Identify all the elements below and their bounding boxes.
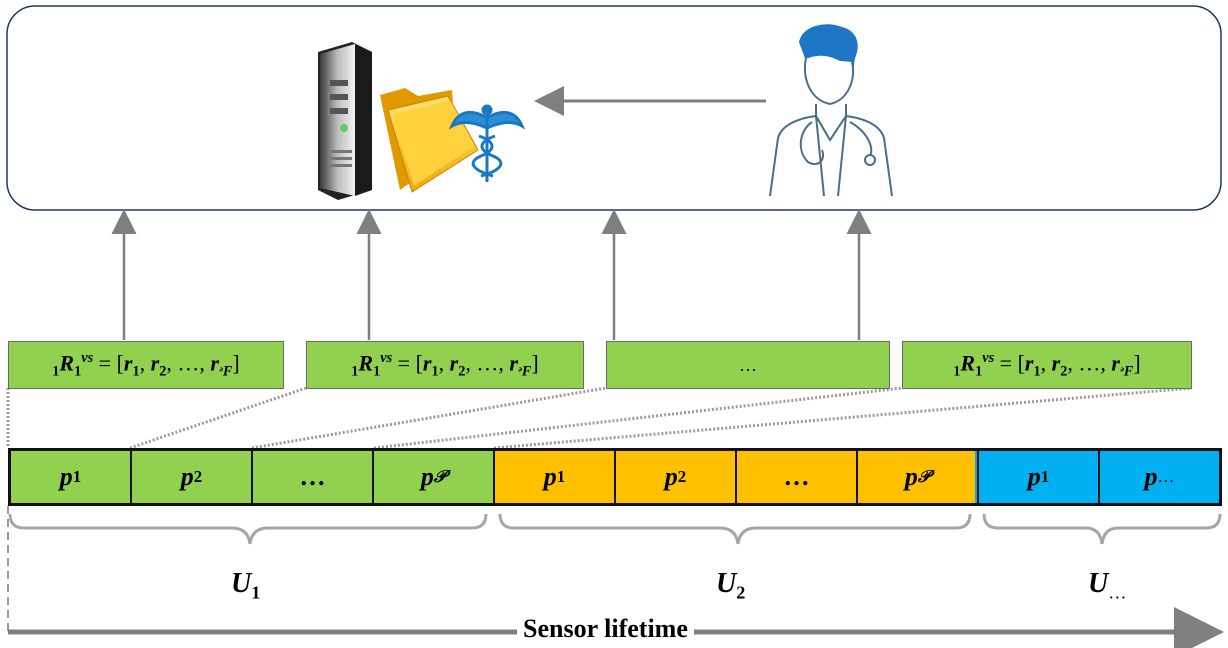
record-upload-arrows: [111, 209, 872, 340]
unit-label-2: U2: [716, 568, 746, 603]
record-connectors: [6, 386, 1193, 450]
ellipsis-text: …: [739, 354, 757, 375]
record-box-2: 1R1vs = [r1, r2, …, rᵊF]: [306, 341, 584, 389]
period-cell: …: [251, 451, 372, 503]
record-formula: 1R1vs = [r1, r2, …, rᵊF]: [953, 349, 1141, 380]
period-cell: p…: [1098, 451, 1219, 503]
unit-label-1: U1: [231, 568, 261, 603]
period-cell: …: [735, 451, 856, 503]
unit-braces: [8, 513, 1222, 545]
sensor-lifetime-label: Sensor lifetime: [517, 614, 694, 644]
record-box-1: 1R1vs = [r1, r2, …, rᵊF]: [8, 341, 284, 389]
record-formula: 1R1vs = [r1, r2, …, rᵊF]: [52, 349, 240, 380]
server-icon: [318, 42, 372, 200]
record-box-ellipsis: …: [606, 341, 890, 389]
server-frame: [6, 5, 1222, 211]
record-box-last: 1R1vs = [r1, r2, …, rᵊF]: [902, 341, 1192, 389]
unit-label-last: U…: [1088, 568, 1127, 603]
doctor-icon: [769, 24, 893, 197]
record-formula: 1R1vs = [r1, r2, …, rᵊF]: [351, 349, 539, 380]
caduceus-icon: [448, 104, 526, 182]
